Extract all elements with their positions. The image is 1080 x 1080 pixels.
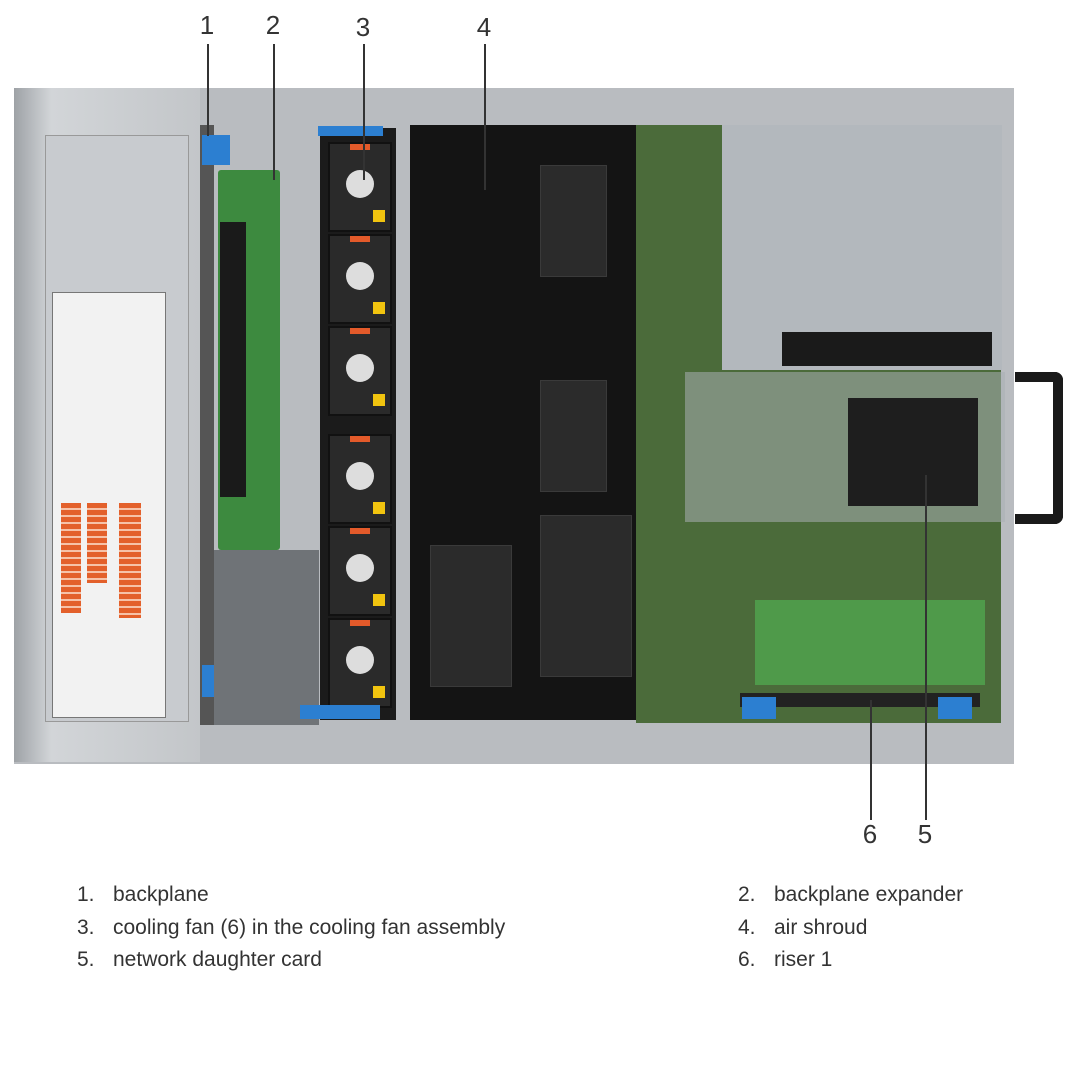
callout-6: 6	[862, 819, 878, 849]
cables	[214, 550, 319, 725]
legend-item: 5.network daughter card	[77, 948, 322, 971]
leader-line-6	[870, 700, 872, 820]
riser-label	[782, 332, 992, 366]
cooling-fan	[328, 142, 392, 232]
backplane	[200, 125, 214, 725]
legend-item: 3.cooling fan (6) in the cooling fan ass…	[77, 916, 506, 939]
cooling-fan	[328, 618, 392, 708]
leader-line-3	[363, 44, 365, 180]
riser-card	[755, 600, 985, 685]
callout-2: 2	[265, 10, 281, 40]
callout-5: 5	[917, 819, 933, 849]
riser-cage	[722, 125, 1002, 370]
cooling-fan	[328, 434, 392, 524]
backplane-latch-top	[202, 135, 230, 165]
leader-line-5	[925, 475, 927, 820]
expander-connector	[220, 222, 246, 497]
legend-item: 6.riser 1	[738, 948, 833, 971]
fan-latch-top	[318, 126, 383, 136]
network-daughter-card	[848, 398, 978, 506]
leader-line-2	[273, 44, 275, 180]
riser-latch-right	[938, 697, 972, 719]
legend-item: 2.backplane expander	[738, 883, 964, 906]
leader-line-1	[207, 44, 209, 136]
callout-3: 3	[355, 12, 371, 42]
cooling-fan	[328, 234, 392, 324]
legend-item: 1.backplane	[77, 883, 209, 906]
riser-latch-left	[742, 697, 776, 719]
system-info-label	[52, 292, 166, 718]
cooling-fan	[328, 526, 392, 616]
leader-line-4	[484, 44, 486, 190]
callout-4: 4	[476, 12, 492, 42]
callout-1: 1	[199, 10, 215, 40]
legend-item: 4.air shroud	[738, 916, 868, 939]
fan-latch-bottom	[300, 705, 380, 719]
chassis-handle	[1015, 372, 1063, 524]
cooling-fan	[328, 326, 392, 416]
air-shroud	[410, 125, 638, 720]
cooling-fan-assembly	[320, 128, 396, 720]
riser-1	[740, 693, 980, 707]
